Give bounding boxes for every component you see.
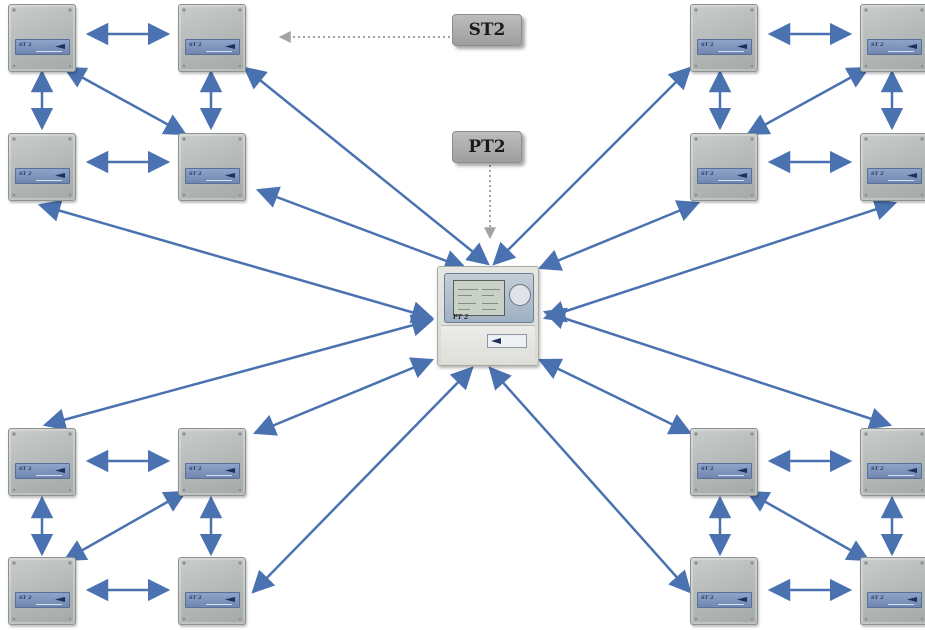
st2-label-plate: ST 2 — [867, 463, 922, 479]
link-arrow — [63, 66, 187, 136]
link-arrow — [746, 66, 870, 136]
brand-logo-icon — [907, 173, 917, 178]
brand-logo-icon — [737, 44, 747, 49]
st2-model-label: ST 2 — [189, 171, 202, 177]
st2-model-label: ST 2 — [701, 171, 714, 177]
st2-satellite-unit: ST 2 — [8, 133, 76, 201]
brand-logo-icon — [55, 44, 65, 49]
st2-model-label: ST 2 — [701, 595, 714, 601]
st2-model-label: ST 2 — [871, 42, 884, 48]
brand-logo-icon — [737, 468, 747, 473]
brand-logo-icon — [225, 597, 235, 602]
link-arrow — [63, 490, 187, 562]
callout-st2: ST2 — [452, 14, 522, 46]
st2-label-plate: ST 2 — [185, 592, 240, 608]
brand-logo-icon — [55, 173, 65, 178]
st2-model-label: ST 2 — [701, 466, 714, 472]
st2-satellite-unit: ST 2 — [8, 428, 76, 496]
st2-label-plate: ST 2 — [697, 168, 752, 184]
st2-satellite-unit: ST 2 — [690, 133, 758, 201]
pt2-label-plate — [487, 334, 527, 348]
brand-logo-icon — [491, 338, 501, 344]
link-arrow — [37, 199, 435, 324]
link-arrow — [488, 366, 692, 594]
st2-model-label: ST 2 — [871, 171, 884, 177]
link-arrow — [492, 66, 692, 266]
st2-label-plate: ST 2 — [15, 39, 70, 55]
link-arrow — [251, 366, 474, 594]
brand-logo-icon — [907, 44, 917, 49]
st2-satellite-unit: ST 2 — [178, 428, 246, 496]
st2-model-label: ST 2 — [189, 42, 202, 48]
link-arrow — [537, 358, 693, 435]
brand-logo-icon — [907, 468, 917, 473]
pt2-terminal-cover — [441, 325, 535, 364]
st2-model-label: ST 2 — [19, 171, 32, 177]
st2-label-plate: ST 2 — [867, 592, 922, 608]
brand-logo-icon — [907, 597, 917, 602]
link-arrow — [42, 314, 435, 431]
brand-logo-icon — [225, 468, 235, 473]
st2-model-label: ST 2 — [189, 466, 202, 472]
link-arrow — [255, 186, 468, 272]
st2-satellite-unit: ST 2 — [178, 4, 246, 72]
st2-label-plate: ST 2 — [15, 168, 70, 184]
st2-model-label: ST 2 — [871, 595, 884, 601]
link-arrow — [542, 307, 893, 430]
st2-model-label: ST 2 — [701, 42, 714, 48]
st2-label-plate: ST 2 — [185, 39, 240, 55]
brand-logo-icon — [55, 597, 65, 602]
st2-label-plate: ST 2 — [185, 463, 240, 479]
st2-satellite-unit: ST 2 — [860, 4, 925, 72]
st2-satellite-unit: ST 2 — [690, 4, 758, 72]
link-arrow — [243, 66, 490, 266]
st2-model-label: ST 2 — [19, 595, 32, 601]
st2-satellite-unit: ST 2 — [178, 133, 246, 201]
st2-label-plate: ST 2 — [867, 168, 922, 184]
brand-logo-icon — [55, 468, 65, 473]
st2-satellite-unit: ST 2 — [690, 428, 758, 496]
st2-satellite-unit: ST 2 — [690, 557, 758, 625]
st2-label-plate: ST 2 — [15, 592, 70, 608]
st2-satellite-unit: ST 2 — [860, 557, 925, 625]
st2-model-label: ST 2 — [19, 466, 32, 472]
brand-logo-icon — [737, 597, 747, 602]
link-arrow — [537, 200, 701, 271]
st2-label-plate: ST 2 — [697, 592, 752, 608]
st2-satellite-unit: ST 2 — [8, 557, 76, 625]
callout-pt2: PT2 — [452, 131, 522, 163]
st2-label-plate: ST 2 — [697, 463, 752, 479]
pt2-front-panel: PT 2 — [444, 273, 534, 323]
pt2-keypad — [509, 284, 531, 306]
pt2-model-label: PT 2 — [453, 314, 469, 321]
pt2-controller: PT 2 — [437, 266, 539, 366]
st2-model-label: ST 2 — [189, 595, 202, 601]
st2-label-plate: ST 2 — [697, 39, 752, 55]
brand-logo-icon — [225, 173, 235, 178]
st2-satellite-unit: ST 2 — [860, 428, 925, 496]
st2-satellite-unit: ST 2 — [8, 4, 76, 72]
brand-logo-icon — [737, 173, 747, 178]
link-arrow — [746, 490, 870, 562]
st2-label-plate: ST 2 — [185, 168, 240, 184]
st2-label-plate: ST 2 — [15, 463, 70, 479]
st2-satellite-unit: ST 2 — [178, 557, 246, 625]
st2-model-label: ST 2 — [19, 42, 32, 48]
brand-logo-icon — [225, 44, 235, 49]
st2-satellite-unit: ST 2 — [860, 133, 925, 201]
link-arrow — [542, 198, 898, 323]
pt2-lcd-screen — [453, 280, 505, 316]
link-arrow — [252, 357, 435, 436]
st2-label-plate: ST 2 — [867, 39, 922, 55]
st2-model-label: ST 2 — [871, 466, 884, 472]
